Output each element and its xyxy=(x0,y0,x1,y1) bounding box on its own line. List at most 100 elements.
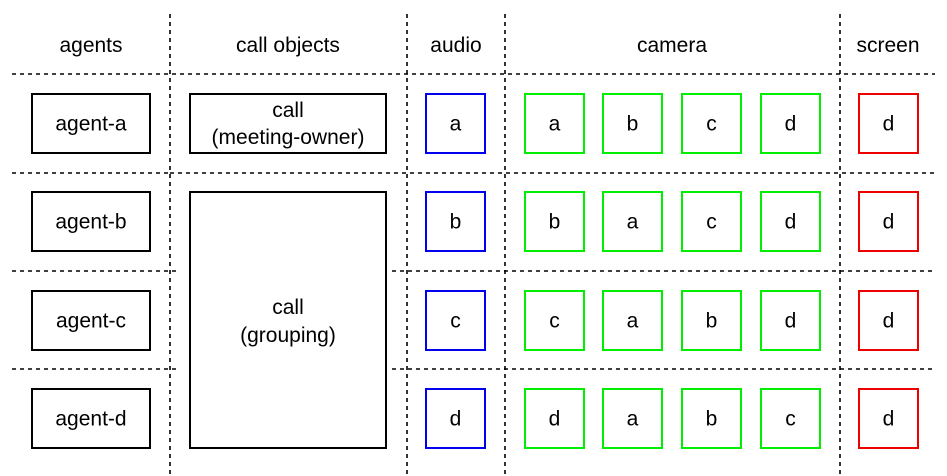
camera-track-label: d xyxy=(549,408,561,431)
camera-track-box xyxy=(681,191,742,252)
audio-track: a xyxy=(425,93,486,154)
camera-track-box xyxy=(524,191,585,252)
camera-track-label: b xyxy=(549,211,561,234)
agent-row: agent-d d d a b c d xyxy=(31,388,919,449)
screen-track: d xyxy=(858,388,919,449)
camera-track-box xyxy=(760,388,821,449)
screen-track-label: d xyxy=(883,211,895,234)
camera-track: a xyxy=(602,290,663,351)
header-audio: audio xyxy=(430,34,481,57)
call-object-box xyxy=(189,93,387,154)
column-headers: agents call objects audio camera screen xyxy=(59,34,919,57)
agent-box-label: agent-c xyxy=(56,310,126,333)
camera-track-label: a xyxy=(549,113,561,136)
screen-track: d xyxy=(858,93,919,154)
camera-track-label: c xyxy=(785,408,796,431)
audio-track: b xyxy=(425,191,486,252)
audio-track-label: d xyxy=(450,408,462,431)
agent-box-box xyxy=(31,388,151,449)
screen-track-box xyxy=(858,191,919,252)
camera-track: c xyxy=(760,388,821,449)
audio-track-label: b xyxy=(450,211,462,234)
camera-track-label: d xyxy=(785,211,797,234)
camera-track-label: b xyxy=(706,310,718,333)
camera-track-box xyxy=(602,191,663,252)
screen-track-box xyxy=(858,388,919,449)
camera-track-box xyxy=(602,93,663,154)
header-camera: camera xyxy=(637,34,707,57)
screen-track: d xyxy=(858,290,919,351)
camera-track-box xyxy=(602,290,663,351)
camera-track: b xyxy=(602,93,663,154)
camera-track-box xyxy=(681,93,742,154)
camera-track-label: a xyxy=(627,408,639,431)
agent-row: agent-a a a b c d d xyxy=(31,93,919,154)
screen-track: d xyxy=(858,191,919,252)
camera-track-label: d xyxy=(785,113,797,136)
header-agents: agents xyxy=(59,34,122,57)
grid-lines xyxy=(12,14,935,476)
call-object-grouping: call (grouping) xyxy=(189,191,387,449)
audio-track-label: c xyxy=(450,310,461,333)
camera-track: b xyxy=(681,388,742,449)
screen-track-label: d xyxy=(883,310,895,333)
screen-track-label: d xyxy=(883,408,895,431)
camera-track: d xyxy=(524,388,585,449)
camera-track-box xyxy=(760,191,821,252)
camera-track: b xyxy=(524,191,585,252)
camera-track: a xyxy=(602,191,663,252)
header-call-objects: call objects xyxy=(236,34,340,57)
camera-track: c xyxy=(524,290,585,351)
agent-row: agent-c c c a b d d xyxy=(31,290,919,351)
audio-track-box xyxy=(425,388,486,449)
camera-track: d xyxy=(760,93,821,154)
call-object-sublabel: (meeting-owner) xyxy=(212,126,365,149)
agent-box: agent-b xyxy=(31,191,151,252)
screen-track-box xyxy=(858,290,919,351)
call-object-box xyxy=(189,191,387,449)
agent-box: agent-a xyxy=(31,93,151,154)
camera-track: a xyxy=(602,388,663,449)
camera-track: c xyxy=(681,93,742,154)
agent-box-box xyxy=(31,290,151,351)
camera-track-label: c xyxy=(706,211,717,234)
call-object-sublabel: (grouping) xyxy=(240,324,336,347)
agent-box-box xyxy=(31,191,151,252)
screen-track-box xyxy=(858,93,919,154)
audio-track-label: a xyxy=(450,113,462,136)
camera-track-box xyxy=(524,290,585,351)
call-object-meeting-owner: call (meeting-owner) xyxy=(189,93,387,154)
call-object-label: call xyxy=(272,99,304,122)
camera-track: c xyxy=(681,191,742,252)
camera-track-label: c xyxy=(706,113,717,136)
audio-track-box xyxy=(425,191,486,252)
audio-track-box xyxy=(425,93,486,154)
audio-track: d xyxy=(425,388,486,449)
agent-box-label: agent-b xyxy=(55,211,126,234)
call-object-label: call xyxy=(272,296,304,319)
audio-track: c xyxy=(425,290,486,351)
camera-track-label: d xyxy=(785,310,797,333)
camera-track-box xyxy=(524,388,585,449)
camera-track-box xyxy=(760,290,821,351)
camera-track: b xyxy=(681,290,742,351)
audio-track-box xyxy=(425,290,486,351)
camera-track-box xyxy=(524,93,585,154)
camera-track-box xyxy=(602,388,663,449)
camera-track-label: b xyxy=(627,113,639,136)
agent-box-box xyxy=(31,93,151,154)
agent-box-label: agent-a xyxy=(55,113,127,136)
camera-track: a xyxy=(524,93,585,154)
camera-track-label: b xyxy=(706,408,718,431)
camera-track-box xyxy=(681,388,742,449)
agent-box: agent-c xyxy=(31,290,151,351)
agent-box: agent-d xyxy=(31,388,151,449)
camera-track-label: a xyxy=(627,310,639,333)
agent-box-label: agent-d xyxy=(55,408,126,431)
camera-track: d xyxy=(760,290,821,351)
agent-row: agent-b b b a c d d xyxy=(31,191,919,252)
header-screen: screen xyxy=(856,34,919,57)
camera-track: d xyxy=(760,191,821,252)
